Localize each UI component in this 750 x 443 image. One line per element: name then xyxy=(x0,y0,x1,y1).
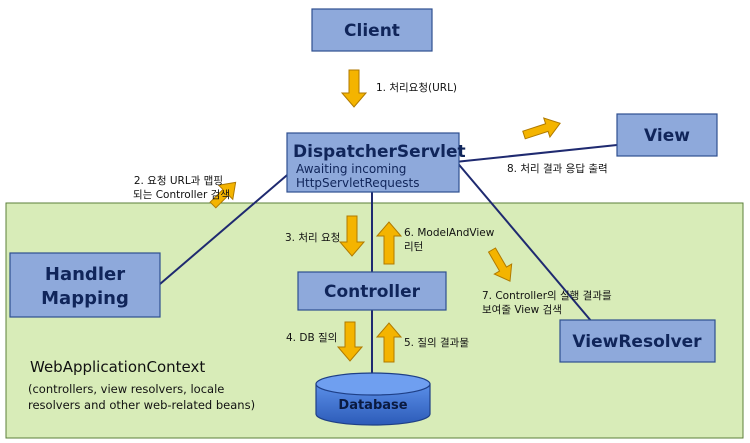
context-description-line1: (controllers, view resolvers, locale xyxy=(28,382,224,396)
dispatcher-to-handler-line xyxy=(159,169,294,285)
context-description-line2: resolvers and other web-related beans) xyxy=(28,398,255,412)
dispatcher-servlet-box xyxy=(286,132,460,193)
client-box xyxy=(311,8,433,52)
dispatcher-to-view-line xyxy=(454,144,618,163)
step4-label: 4. DB 질의 xyxy=(286,332,337,344)
step7-label-line1: 7. Controller의 실행 결과를 xyxy=(482,290,612,302)
database-label: Database xyxy=(338,398,407,413)
step6-label-line1: 6. ModelAndView xyxy=(404,227,495,239)
step1-label: 1. 처리요청(URL) xyxy=(376,82,457,94)
step8-arrow xyxy=(522,117,561,140)
step6-arrow xyxy=(375,221,403,265)
handler-mapping-label-line1: Handler xyxy=(45,264,125,285)
step3-arrow xyxy=(338,215,366,257)
database-cylinder xyxy=(315,372,431,426)
view-resolver-label: ViewResolver xyxy=(572,332,702,352)
client-label: Client xyxy=(344,21,400,41)
step4-arrow xyxy=(336,321,364,362)
step7-label-line2: 보여줄 View 검색 xyxy=(482,304,562,316)
view-label: View xyxy=(644,126,690,146)
dispatcher-subtitle-line1: Awaiting incoming xyxy=(296,162,406,176)
controller-box xyxy=(297,271,447,311)
view-box xyxy=(616,113,718,157)
step2-arrow xyxy=(209,181,237,209)
dispatcher-servlet-label: DispatcherServlet xyxy=(293,142,466,162)
step1-arrow xyxy=(340,69,368,108)
dispatcher-to-viewresolver-line xyxy=(454,159,593,323)
step7-arrow xyxy=(487,247,513,282)
step2-label-line1: 2. 요청 URL과 맵핑 xyxy=(134,175,223,187)
handler-mapping-label-line2: Mapping xyxy=(41,288,129,309)
step8-label: 8. 처리 결과 응답 출력 xyxy=(507,163,608,175)
handler-mapping-box xyxy=(9,252,161,318)
controller-label: Controller xyxy=(324,282,421,302)
step5-arrow xyxy=(375,322,403,363)
step6-label-line2: 리턴 xyxy=(404,241,423,253)
step3-label: 3. 처리 요청 xyxy=(285,232,340,244)
dispatcher-subtitle-line2: HttpServletRequests xyxy=(296,176,420,190)
view-resolver-box xyxy=(559,319,716,363)
step2-label-line2: 되는 Controller 검색 xyxy=(133,189,230,201)
context-title: WebApplicationContext xyxy=(30,358,205,376)
step5-label: 5. 질의 결과물 xyxy=(404,337,469,349)
